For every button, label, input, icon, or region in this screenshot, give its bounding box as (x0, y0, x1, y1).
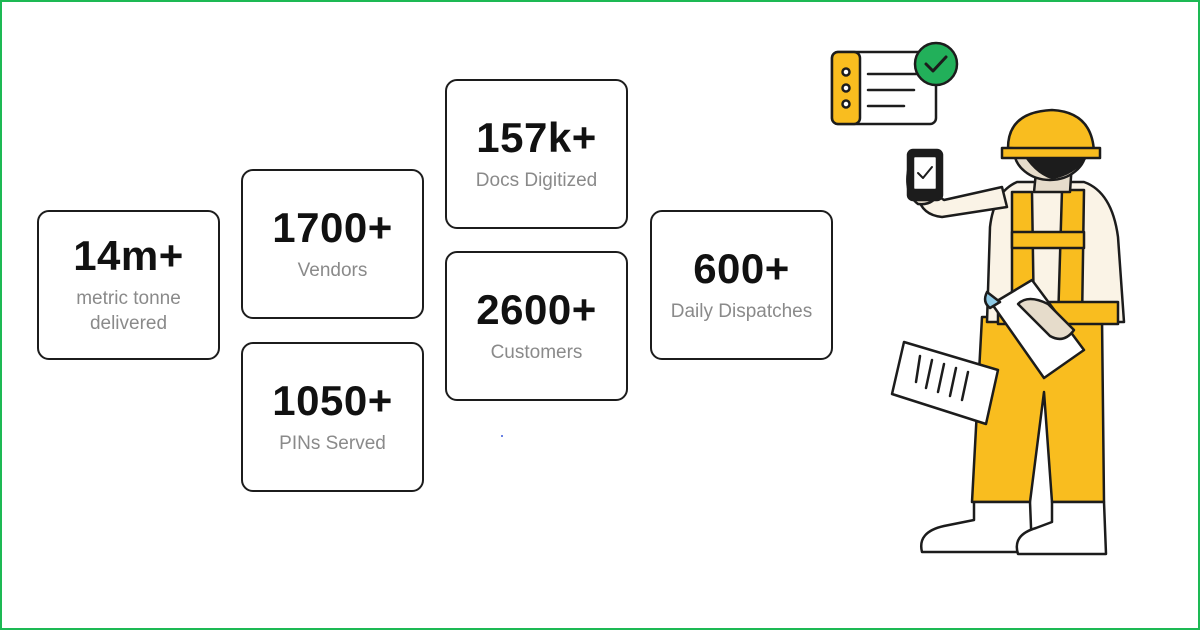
stat-label: Vendors (297, 259, 368, 281)
stat-label: PINs Served (279, 432, 386, 454)
stat-value: 600+ (693, 244, 790, 292)
stat-value: 14m+ (73, 232, 184, 280)
stat-card-customers: 2600+ Customers (445, 251, 628, 401)
stat-label: Docs Digitized (475, 169, 598, 191)
stat-value: 157k+ (476, 113, 597, 161)
worker-illustration (830, 41, 1126, 556)
clipboard-icon (983, 278, 1086, 380)
stat-card-metric-tonne: 14m+ metric tonne delivered (37, 210, 220, 360)
stat-label-line: delivered (89, 313, 168, 335)
phone-icon (906, 148, 944, 202)
stat-label: metric tonne delivered (76, 287, 181, 336)
stray-dot (501, 435, 503, 437)
stat-value: 1050+ (272, 376, 393, 424)
check-badge-icon (913, 41, 959, 87)
stat-card-pins-served: 1050+ PINs Served (241, 342, 424, 492)
stat-card-vendors: 1700+ Vendors (241, 169, 424, 319)
stat-card-daily-dispatches: 600+ Daily Dispatches (650, 210, 833, 360)
stat-label: Customers (490, 341, 583, 363)
stat-label-line: metric tonne (76, 288, 181, 310)
stat-value: 2600+ (476, 285, 597, 333)
stat-card-docs-digitized: 157k+ Docs Digitized (445, 79, 628, 229)
stat-label: Daily Dispatches (670, 300, 813, 322)
stat-value: 1700+ (272, 203, 393, 251)
checklist-card-icon (830, 50, 938, 126)
